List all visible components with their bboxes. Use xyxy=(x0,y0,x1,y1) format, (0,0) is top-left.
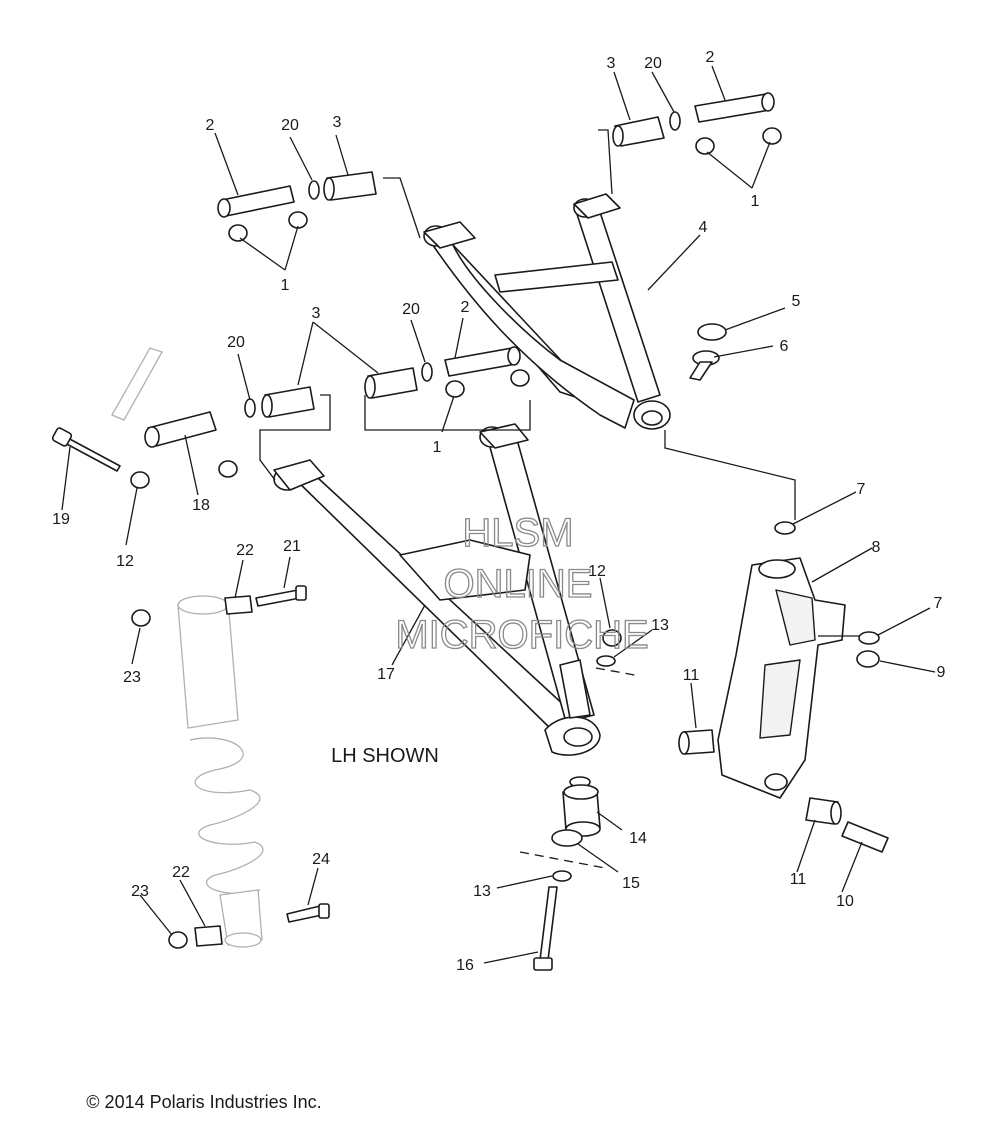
short-bolt-parts xyxy=(255,585,330,923)
spacer-washer-parts xyxy=(244,111,681,418)
callout-2: 2 xyxy=(461,299,470,316)
retaining-ring-part xyxy=(697,323,727,341)
shock-absorber-part xyxy=(177,595,264,948)
callout-23: 23 xyxy=(131,883,149,900)
washer-part xyxy=(858,631,880,645)
callout-7: 7 xyxy=(934,595,943,612)
callout-2: 2 xyxy=(206,117,215,134)
watermark-line-1: HLSM xyxy=(462,511,573,555)
lower-a-arm-part xyxy=(273,423,601,756)
callout-20: 20 xyxy=(402,301,420,318)
pivot-shaft-parts xyxy=(111,92,775,448)
callout-3: 3 xyxy=(312,305,321,322)
callout-1: 1 xyxy=(751,193,760,210)
bushing-parts xyxy=(194,116,889,947)
ball-joint-part xyxy=(562,776,601,837)
callout-11: 11 xyxy=(790,871,807,888)
callout-19: 19 xyxy=(52,511,70,528)
callout-17: 17 xyxy=(377,666,395,683)
upper-a-arm-part xyxy=(423,193,671,430)
callout-12: 12 xyxy=(116,553,134,570)
vertical-bolt-part xyxy=(533,886,558,971)
callout-2: 2 xyxy=(706,49,715,66)
watermark: HLSM ONLINE MICROFICHE xyxy=(395,510,650,657)
callout-1: 1 xyxy=(433,439,442,456)
washer-part xyxy=(596,655,616,667)
callout-13: 13 xyxy=(473,883,491,900)
callout-labels: 1 1 1 2 2 2 3 3 3 4 5 6 7 7 8 9 10 11 11… xyxy=(52,49,945,974)
retaining-ring-part xyxy=(551,829,583,847)
callout-1: 1 xyxy=(281,277,290,294)
callout-9: 9 xyxy=(937,664,946,681)
washer-part xyxy=(552,870,572,882)
callout-13: 13 xyxy=(651,617,669,634)
callout-7: 7 xyxy=(857,481,866,498)
callout-23: 23 xyxy=(123,669,141,686)
nut-parts xyxy=(130,127,880,949)
callout-12: 12 xyxy=(588,563,606,580)
callout-20: 20 xyxy=(227,334,245,351)
callout-22: 22 xyxy=(236,542,254,559)
callout-21: 21 xyxy=(283,538,301,555)
callout-22: 22 xyxy=(172,864,190,881)
callout-8: 8 xyxy=(872,539,881,556)
callout-14: 14 xyxy=(629,830,647,847)
callout-20: 20 xyxy=(281,117,299,134)
callout-18: 18 xyxy=(192,497,210,514)
dashed-axis-line xyxy=(595,667,641,677)
callout-15: 15 xyxy=(622,875,640,892)
callout-4: 4 xyxy=(699,219,708,236)
copyright-footer: © 2014 Polaris Industries Inc. xyxy=(86,1092,321,1112)
leader-lines xyxy=(61,65,936,964)
spindle-knuckle-part xyxy=(717,557,846,799)
callout-24: 24 xyxy=(312,851,330,868)
long-bolt-part xyxy=(51,427,121,472)
lh-shown-note: LH SHOWN xyxy=(331,745,439,767)
callout-6: 6 xyxy=(780,338,789,355)
callout-11: 11 xyxy=(683,667,700,684)
ball-stud-part xyxy=(689,350,720,381)
callout-3: 3 xyxy=(333,114,342,131)
callout-20: 20 xyxy=(644,55,662,72)
watermark-line-2: ONLINE xyxy=(444,562,593,606)
callout-5: 5 xyxy=(792,293,801,310)
washer-part xyxy=(774,521,796,535)
callout-3: 3 xyxy=(607,55,616,72)
callout-16: 16 xyxy=(456,957,474,974)
watermark-line-3: MICROFICHE xyxy=(395,613,648,657)
callout-10: 10 xyxy=(836,893,854,910)
